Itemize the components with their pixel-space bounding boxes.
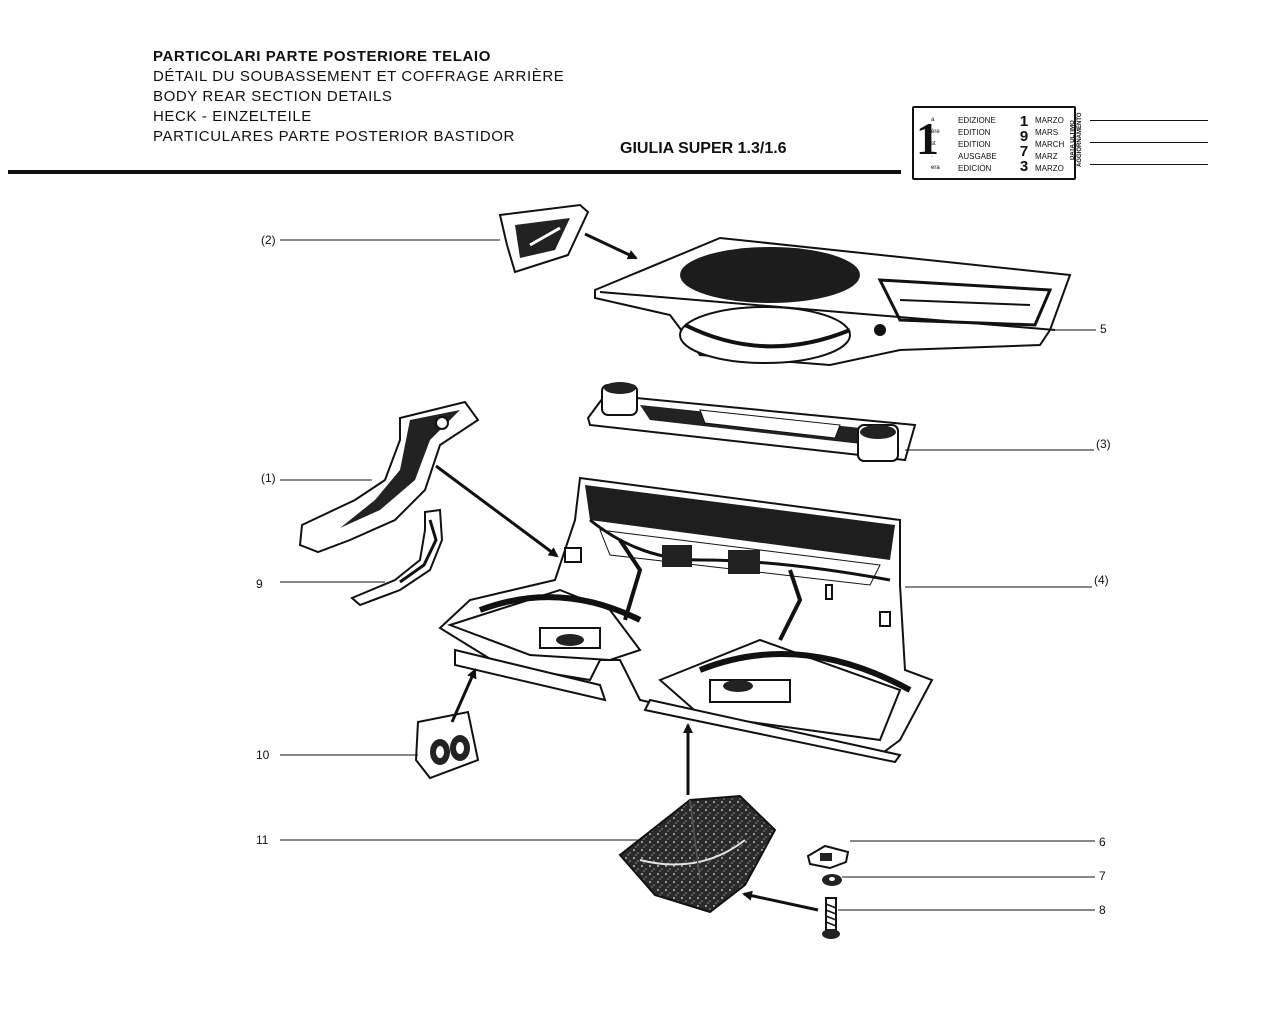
header-rule: [8, 170, 901, 174]
edition-suffix: ère: [931, 129, 940, 135]
part-8-screw: [822, 897, 840, 939]
callout-2: (2): [261, 233, 276, 247]
part-9-strip: [350, 508, 444, 607]
title-english: BODY REAR SECTION DETAILS: [153, 88, 393, 105]
edition-number: 1: [916, 113, 939, 164]
edition-suffix: a: [931, 117, 935, 123]
edition-word: EDICION: [958, 164, 992, 173]
part-6-clip-nut: [806, 844, 850, 870]
update-line: [1090, 142, 1208, 143]
callout-8: 8: [1099, 903, 1106, 917]
part-10-grommet: [414, 710, 480, 780]
edition-suffix: .: [931, 153, 933, 159]
edition-month: MARZ: [1035, 152, 1058, 161]
callout-4: (4): [1094, 573, 1109, 587]
part-5-shelf: [594, 236, 1072, 367]
edition-suffix: era: [931, 165, 940, 171]
callout-6: 6: [1099, 835, 1106, 849]
year-digit: 7: [1019, 143, 1029, 160]
edition-word: EDITION: [958, 128, 991, 137]
part-1-rail: [298, 400, 480, 554]
edition-year: 1 9 7 3: [1017, 114, 1031, 174]
callout-5: 5: [1100, 322, 1107, 336]
edition-month: MARZO: [1035, 116, 1064, 125]
edition-month: MARZO: [1035, 164, 1064, 173]
edition-month: MARCH: [1035, 140, 1065, 149]
callout-9: 9: [256, 577, 263, 591]
leader-lines: [280, 239, 1096, 911]
year-digit: 9: [1019, 128, 1029, 145]
edition-word: AUSGABE: [958, 152, 997, 161]
callout-1: (1): [261, 471, 276, 485]
edition-word: EDIZIONE: [958, 116, 996, 125]
edition-words: EDIZIONE EDITION EDITION AUSGABE EDICION: [958, 115, 997, 175]
part-11-mat: [618, 794, 777, 914]
title-german: HECK - EINZELTEILE: [153, 108, 312, 125]
edition-months: MARZO MARS MARCH MARZ MARZO: [1035, 115, 1064, 175]
callout-11: 11: [256, 833, 269, 847]
update-line: [1090, 120, 1208, 121]
edition-month: MARS: [1035, 128, 1059, 137]
title-spanish: PARTICULARES PARTE POSTERIOR BASTIDOR: [153, 128, 515, 145]
title-italian: PARTICOLARI PARTE POSTERIORE TELAIO: [153, 48, 491, 65]
edition-word: EDITION: [958, 140, 991, 149]
part-2-bracket: [498, 203, 590, 274]
year-digit: 1: [1019, 113, 1029, 130]
part-3-crossmember: [586, 382, 917, 462]
edition-suffix: st: [931, 141, 936, 147]
title-french: DÉTAIL DU SOUBASSEMENT ET COFFRAGE ARRIÈ…: [153, 68, 565, 85]
callout-3: (3): [1096, 437, 1111, 451]
edition-box: 1 a ère st . era EDIZIONE EDITION EDITIO…: [912, 106, 1076, 180]
assembly-arrows: [435, 232, 819, 912]
year-digit: 3: [1019, 158, 1029, 175]
part-7-washer: [822, 874, 842, 886]
part-4-floor-pan: [438, 476, 934, 764]
model-name: GIULIA SUPER 1.3/1.6: [620, 140, 787, 157]
title-block: PARTICOLARI PARTE POSTERIORE TELAIO DÉTA…: [153, 47, 564, 147]
update-line: [1090, 164, 1208, 165]
callout-7: 7: [1099, 869, 1106, 883]
callout-10: 10: [256, 748, 270, 762]
